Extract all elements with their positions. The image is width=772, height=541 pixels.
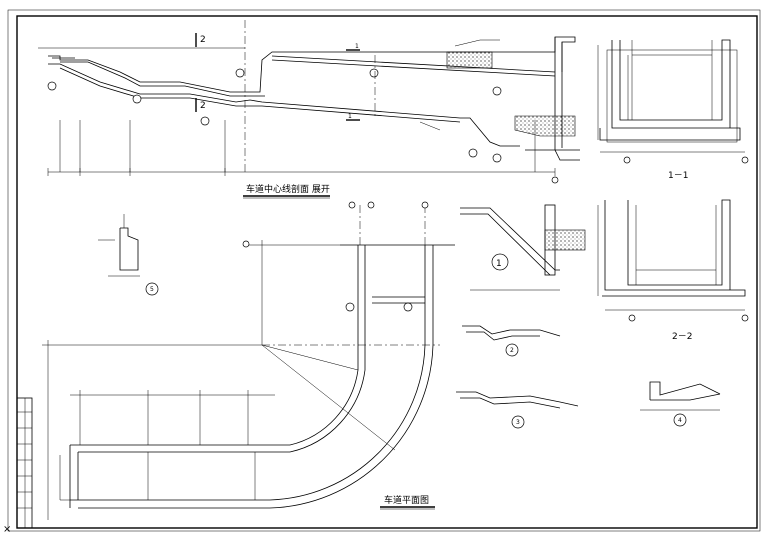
section-cut-1-bottom: 1 [348,113,352,120]
svg-text:×: × [3,524,11,535]
detail-mark-3: 3 [516,419,520,426]
detail-1: 1 [460,204,586,291]
detail-5: 5 [98,214,159,296]
plan-view [42,201,455,520]
detail-mark-5: 5 [150,286,154,293]
detail-2: 2 [462,325,561,357]
detail-mark-1: 1 [496,259,502,269]
section-2-2-title: 2－2 [672,332,692,342]
section-cut-1-top: 1 [355,43,359,50]
title-block: × [3,397,33,535]
detail-mark-2: 2 [510,347,514,354]
profile-title: 车道中心线剖面 展开 [246,183,330,195]
detail-mark-4: 4 [678,417,682,424]
section-1-1-title: 1－1 [668,171,688,181]
sheet-border [7,9,761,532]
section-1-1 [597,39,749,164]
detail-4: 4 [640,381,721,427]
section-2-2 [597,199,749,322]
profile-view: 2 2 1 1 [38,20,580,184]
section-cut-2-bottom: 2 [200,101,206,111]
plan-title: 车道平面图 [384,494,429,506]
section-cut-2-top: 2 [200,35,206,45]
detail-3: 3 [456,391,579,429]
